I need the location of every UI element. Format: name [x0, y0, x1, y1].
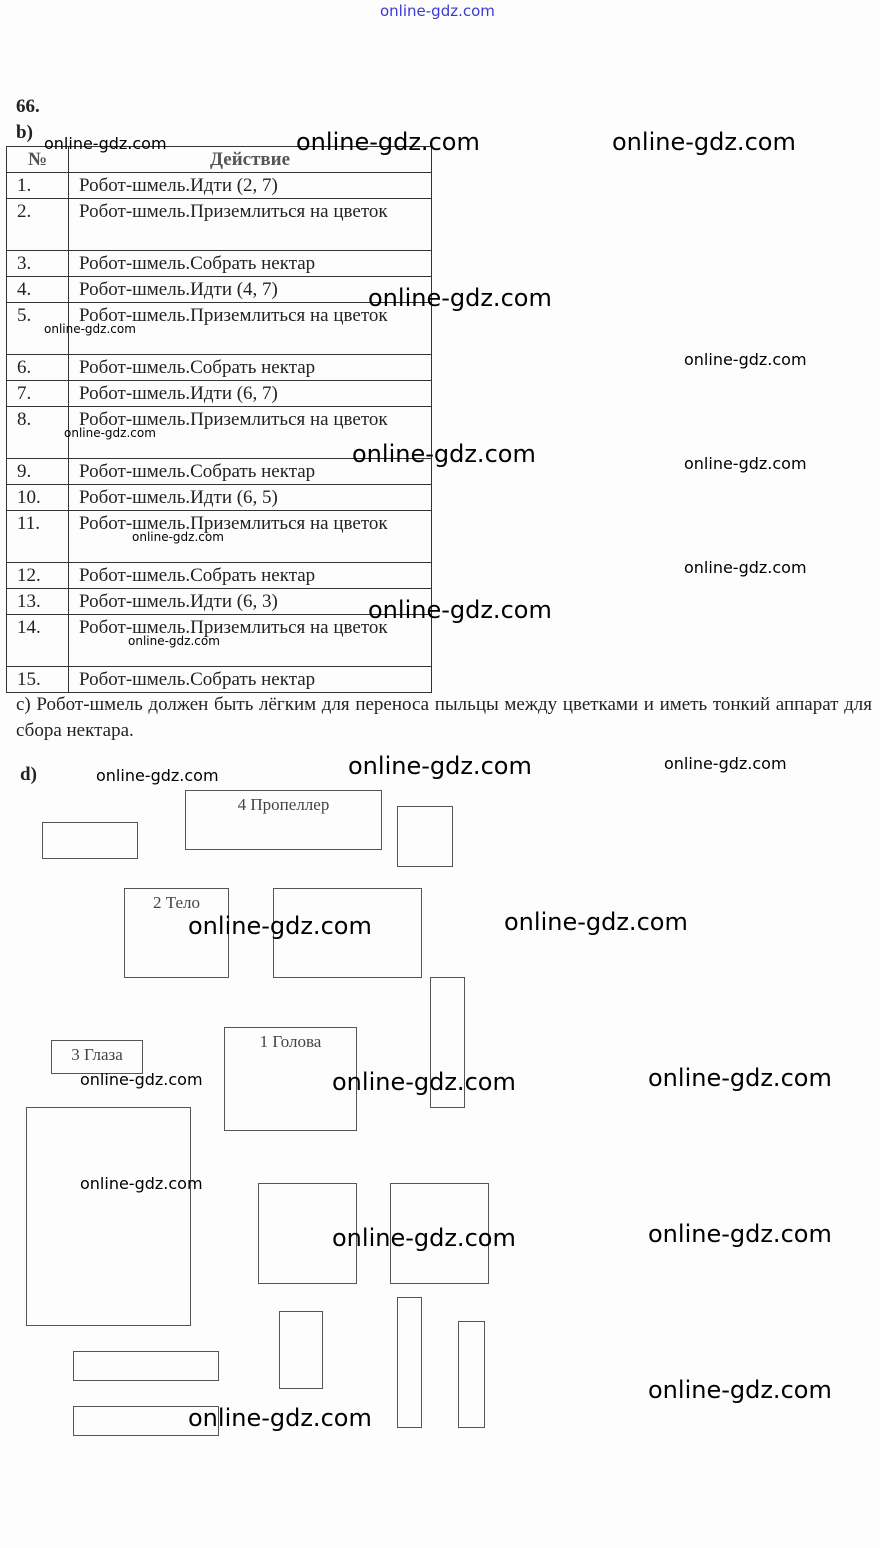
- watermark: online-gdz.com: [684, 350, 807, 369]
- watermark: online-gdz.com: [128, 634, 220, 648]
- body-label: 2 Тело: [152, 893, 200, 912]
- row-number: 13.: [6, 588, 69, 615]
- watermark: online-gdz.com: [132, 530, 224, 544]
- header-number: №: [6, 146, 69, 173]
- propeller-label: 4 Пропеллер: [237, 795, 330, 814]
- eyes-label: 3 Глаза: [71, 1045, 123, 1064]
- row-action: Робот-шмель.Собрать нектар: [68, 354, 432, 381]
- diagram-box: [458, 1321, 485, 1428]
- watermark: online-gdz.com: [648, 1220, 832, 1248]
- diagram-box: [73, 1351, 219, 1381]
- watermark: online-gdz.com: [296, 128, 480, 156]
- table-row: 13.Робот-шмель.Идти (6, 3): [6, 588, 432, 615]
- diagram-box: [73, 1406, 219, 1436]
- row-action: Робот-шмель.Идти (6, 7): [68, 380, 432, 407]
- row-number: 10.: [6, 484, 69, 511]
- watermark: online-gdz.com: [80, 1070, 203, 1089]
- watermark: online-gdz.com: [44, 322, 136, 336]
- table-row: 12.Робот-шмель.Собрать нектар: [6, 562, 432, 589]
- watermark: online-gdz.com: [648, 1064, 832, 1092]
- row-number: 14.: [6, 614, 69, 667]
- watermark: online-gdz.com: [64, 426, 156, 440]
- row-action: Робот-шмель.Собрать нектар: [68, 666, 432, 693]
- part-d-label: d): [20, 764, 37, 785]
- diagram-box: [26, 1107, 191, 1326]
- watermark: online-gdz.com: [188, 912, 372, 940]
- body-box: 2 Тело: [124, 888, 229, 978]
- table-row: 11.Робот-шмель.Приземлиться на цветок: [6, 510, 432, 563]
- row-number: 4.: [6, 276, 69, 303]
- diagram-box: [42, 822, 138, 859]
- row-number: 7.: [6, 380, 69, 407]
- watermark: online-gdz.com: [380, 2, 495, 20]
- row-action: Робот-шмель.Приземлиться на цветок: [68, 510, 432, 563]
- row-number: 2.: [6, 198, 69, 251]
- row-action: Робот-шмель.Собрать нектар: [68, 562, 432, 589]
- row-action: Робот-шмель.Идти (6, 3): [68, 588, 432, 615]
- row-action: Робот-шмель.Собрать нектар: [68, 458, 432, 485]
- part-b-label: b): [16, 122, 33, 143]
- diagram-box: [258, 1183, 357, 1284]
- table-row: 15.Робот-шмель.Собрать нектар: [6, 666, 432, 693]
- row-number: 3.: [6, 250, 69, 277]
- watermark: online-gdz.com: [648, 1376, 832, 1404]
- row-action: Робот-шмель.Приземлиться на цветок: [68, 198, 432, 251]
- watermark: online-gdz.com: [332, 1068, 516, 1096]
- diagram-box: [430, 977, 465, 1108]
- header-action: Действие: [68, 146, 432, 173]
- row-number: 6.: [6, 354, 69, 381]
- watermark: online-gdz.com: [684, 558, 807, 577]
- head-box: 1 Голова: [224, 1027, 357, 1131]
- watermark: online-gdz.com: [188, 1404, 372, 1432]
- task-number: 66.: [16, 96, 40, 117]
- propeller-box: 4 Пропеллер: [185, 790, 382, 850]
- watermark: online-gdz.com: [44, 134, 167, 153]
- table-row: 7.Робот-шмель.Идти (6, 7): [6, 380, 432, 407]
- diagram-box: [279, 1311, 323, 1389]
- watermark: online-gdz.com: [352, 440, 536, 468]
- watermark: online-gdz.com: [684, 454, 807, 473]
- watermark: online-gdz.com: [664, 754, 787, 773]
- diagram-box: [273, 888, 422, 978]
- table-row: 10.Робот-шмель.Идти (6, 5): [6, 484, 432, 511]
- row-action: Робот-шмель.Приземлиться на цветок: [68, 614, 432, 667]
- table-row: 3.Робот-шмель.Собрать нектар: [6, 250, 432, 277]
- part-c-text: c) Робот-шмель должен быть лёгким для пе…: [16, 694, 872, 741]
- row-number: 12.: [6, 562, 69, 589]
- row-action: Робот-шмель.Идти (2, 7): [68, 172, 432, 199]
- row-number: 11.: [6, 510, 69, 563]
- head-label: 1 Голова: [259, 1032, 322, 1051]
- watermark: online-gdz.com: [368, 596, 552, 624]
- table-row: 9.Робот-шмель.Собрать нектар: [6, 458, 432, 485]
- table-row: 14.Робот-шмель.Приземлиться на цветок: [6, 614, 432, 667]
- watermark: online-gdz.com: [612, 128, 796, 156]
- table-row: 6.Робот-шмель.Собрать нектар: [6, 354, 432, 381]
- row-action: Робот-шмель.Идти (4, 7): [68, 276, 432, 303]
- table-row: 5.Робот-шмель.Приземлиться на цветок: [6, 302, 432, 355]
- actions-table: № Действие 1.Робот-шмель.Идти (2, 7)2.Ро…: [6, 146, 432, 693]
- row-number: 15.: [6, 666, 69, 693]
- watermark: online-gdz.com: [348, 752, 532, 780]
- row-number: 1.: [6, 172, 69, 199]
- row-number: 9.: [6, 458, 69, 485]
- watermark: online-gdz.com: [80, 1174, 203, 1193]
- watermark: online-gdz.com: [504, 908, 688, 936]
- diagram-box: [390, 1183, 489, 1284]
- watermark: online-gdz.com: [96, 766, 219, 785]
- watermark: online-gdz.com: [332, 1224, 516, 1252]
- table-row: 1.Робот-шмель.Идти (2, 7): [6, 172, 432, 199]
- table-row: 4.Робот-шмель.Идти (4, 7): [6, 276, 432, 303]
- eyes-box: 3 Глаза: [51, 1040, 143, 1074]
- diagram-box: [397, 806, 453, 867]
- row-action: Робот-шмель.Приземлиться на цветок: [68, 302, 432, 355]
- diagram-box: [397, 1297, 422, 1428]
- row-number: 8.: [6, 406, 69, 459]
- watermark: online-gdz.com: [368, 284, 552, 312]
- row-action: Робот-шмель.Собрать нектар: [68, 250, 432, 277]
- table-row: 2.Робот-шмель.Приземлиться на цветок: [6, 198, 432, 251]
- row-action: Робот-шмель.Идти (6, 5): [68, 484, 432, 511]
